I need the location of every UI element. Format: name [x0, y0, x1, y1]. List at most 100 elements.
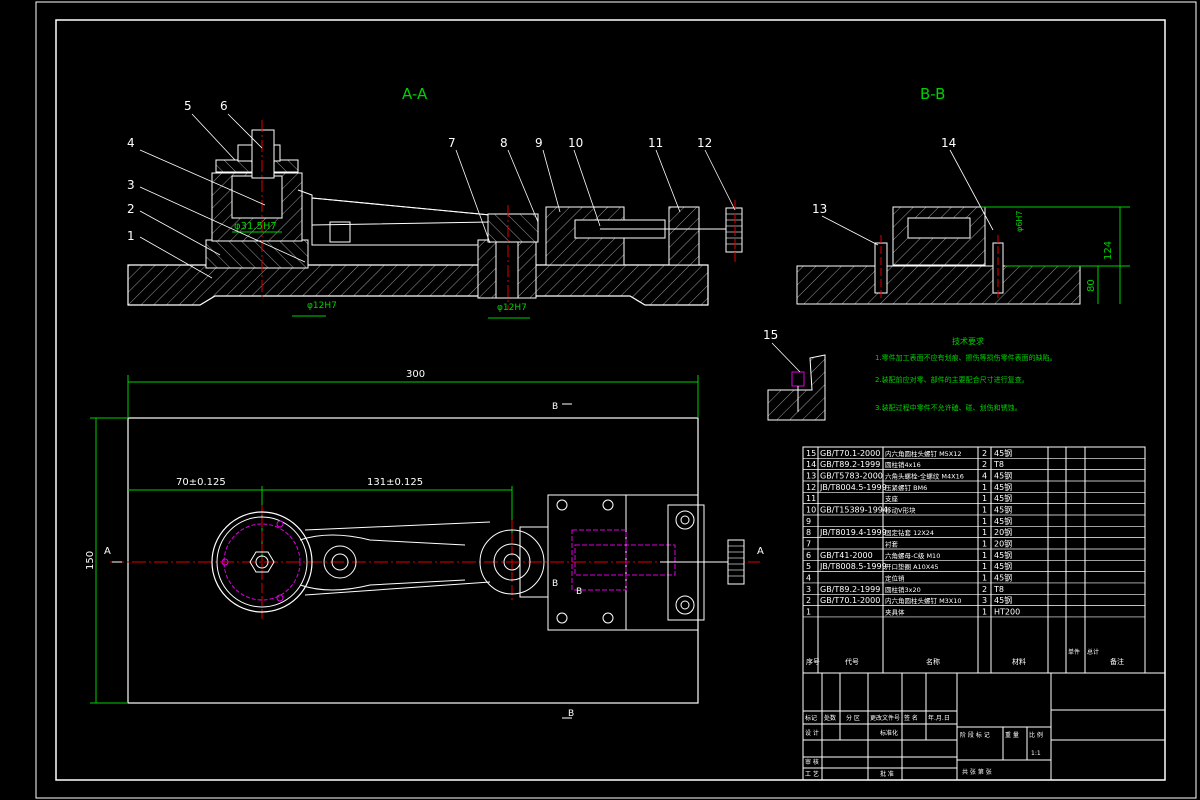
callouts-a-a: 1 2 3 4 5 6 7 8 9 10 11 12: [127, 99, 712, 243]
bom-cell-mat: 20钢: [994, 527, 1012, 537]
dim-300: 300: [406, 369, 425, 380]
bom-cell-qty: 1: [982, 483, 987, 492]
bom-cell-no: 3: [806, 585, 811, 594]
tb-weight: 重 量: [1005, 731, 1019, 739]
sheet-outer-border: [35, 1, 1197, 799]
callout-10: 10: [568, 136, 583, 150]
section-b-b-view: B-B 124 80 φ6H7 14 13: [796, 85, 1130, 305]
bom-cell-qty: 1: [982, 505, 987, 514]
bom-cell-name: 固定钻套 12X24: [885, 528, 934, 537]
stud-bolt: [251, 129, 275, 179]
bom-cell-code: JB/T8008.5-1999: [819, 562, 887, 571]
bom-cell-mat: 45钢: [994, 470, 1012, 480]
dim-d12b: φ12H7: [497, 303, 527, 313]
tech-req-line-3: 3.装配过程中零件不允许磕、碰、划伤和锈蚀。: [875, 403, 1022, 412]
tb-r4-1: 批 准: [880, 770, 894, 778]
bom-header-note: 备注: [1110, 657, 1124, 666]
callout-11: 11: [648, 136, 663, 150]
tb-r1-4: 签 名: [904, 714, 918, 722]
bom-cell-mat: T8: [993, 460, 1004, 469]
leader-lines-a-a: [139, 113, 736, 279]
bom-cell-name: 定位销: [885, 573, 905, 582]
callout-15: 15: [763, 328, 778, 342]
tb-scale-val: 1:1: [1031, 750, 1041, 757]
dim-h124: 124: [1103, 241, 1114, 260]
plan-view: 300 150 70±0.125 131±0.125: [85, 369, 764, 719]
tb-r1-5: 年.月.日: [928, 714, 950, 722]
bom-cell-mat: 45钢: [994, 482, 1012, 492]
bom-cell-qty: 1: [982, 562, 987, 571]
bom-cell-mat: T8: [993, 585, 1004, 594]
bom-cell-name: 衬套: [885, 539, 899, 548]
arm-plan: [299, 534, 466, 591]
bom-cell-name: 支座: [885, 494, 899, 503]
bom-cell-code: GB/T70.1-2000: [820, 449, 880, 458]
bom-cell-qty: 1: [982, 607, 987, 616]
dim-131: 131±0.125: [367, 477, 423, 488]
dim-70: 70±0.125: [176, 477, 226, 488]
bom-cell-mat: 45钢: [994, 595, 1012, 605]
sheet-inner-border: [55, 19, 1166, 781]
technical-requirements: 技术要求 1.零件加工表面不应有划痕、擦伤等损伤零件表面的缺陷。 2.装配前应对…: [875, 336, 1057, 412]
callout-8: 8: [500, 136, 508, 150]
bom-cell-qty: 1: [982, 539, 987, 548]
bom-cell-name: 开口垫圈 A10X45: [885, 562, 939, 571]
bom-cell-code: GB/T89.2-1999: [820, 585, 880, 594]
cut-label-b-mid2: B: [576, 587, 582, 597]
callout-14: 14: [941, 136, 956, 150]
bom-cell-name: 压紧螺钉 BM6: [885, 483, 927, 492]
tb-r4-0: 工 艺: [805, 770, 819, 778]
bom-cell-mat: 45钢: [994, 572, 1012, 582]
callout-1: 1: [127, 229, 135, 243]
tech-req-line-2: 2.装配前应对零、部件的主要配合尺寸进行复查。: [875, 375, 1029, 384]
tb-r1-2: 分 区: [846, 714, 860, 722]
callout-6: 6: [220, 99, 228, 113]
knob-plan: [727, 539, 745, 585]
section-b-title: B-B: [920, 85, 945, 103]
bom-cell-name: 移动V形块: [885, 505, 916, 514]
bom-header-w2: 总计: [1087, 648, 1099, 656]
bom-cell-name: 内六角圆柱头螺钉 M5X12: [885, 449, 962, 458]
section-a-title: A-A: [402, 85, 428, 103]
bom-cell-qty: 1: [982, 551, 987, 560]
bom-cell-no: 13: [806, 471, 816, 480]
bom-cell-name: 圆柱销4x16: [885, 460, 921, 469]
callout-7: 7: [448, 136, 456, 150]
cut-label-b-bottom: B: [568, 709, 574, 719]
tb-r1-3: 更改文件号: [870, 714, 900, 722]
bom-cell-mat: 45钢: [994, 516, 1012, 526]
cut-label-b-mid1: B: [552, 579, 558, 589]
workpiece-disk: [211, 511, 313, 613]
tb-r1-1: 处数: [824, 714, 836, 722]
hex-nut-plan: [249, 551, 275, 573]
title-block: 标记 处数 分 区 更改文件号 签 名 年.月.日 设 计 标准化 审 核 工 …: [802, 672, 1166, 781]
bom-cell-no: 10: [806, 505, 816, 514]
callout-3: 3: [127, 178, 135, 192]
bom-cell-name: 六角螺母-C级 M10: [885, 551, 940, 560]
plan-base-outline: [127, 417, 699, 704]
bom-header-no: 序号: [806, 657, 820, 666]
dim-d315: φ31.5H7: [234, 221, 277, 232]
right-boss: [479, 529, 545, 595]
dim-d6: φ6H7: [1015, 211, 1024, 232]
bom-cell-qty: 4: [982, 471, 987, 480]
dim-150: 150: [85, 551, 96, 570]
bom-cell-code: GB/T89.2-1999: [820, 460, 880, 469]
tb-r1-0: 标记: [805, 714, 817, 722]
tb-scale: 比 例: [1029, 731, 1043, 739]
knurled-knob: [725, 207, 743, 253]
bom-cell-no: 12: [806, 483, 816, 492]
bom-header-name: 名称: [926, 657, 940, 666]
bom-cell-code: GB/T5783-2000: [820, 471, 883, 480]
bom-cell-qty: 1: [982, 528, 987, 537]
callout-4: 4: [127, 136, 135, 150]
base-plate-section: [127, 264, 709, 306]
bom-cell-code: GB/T41-2000: [820, 551, 873, 560]
bom-cell-mat: 20钢: [994, 538, 1012, 548]
bom-cell-no: 15: [806, 449, 816, 458]
callout-12: 12: [697, 136, 712, 150]
bom-cell-mat: 45钢: [994, 448, 1012, 458]
bom-cell-code: GB/T15389-1994: [820, 505, 888, 514]
